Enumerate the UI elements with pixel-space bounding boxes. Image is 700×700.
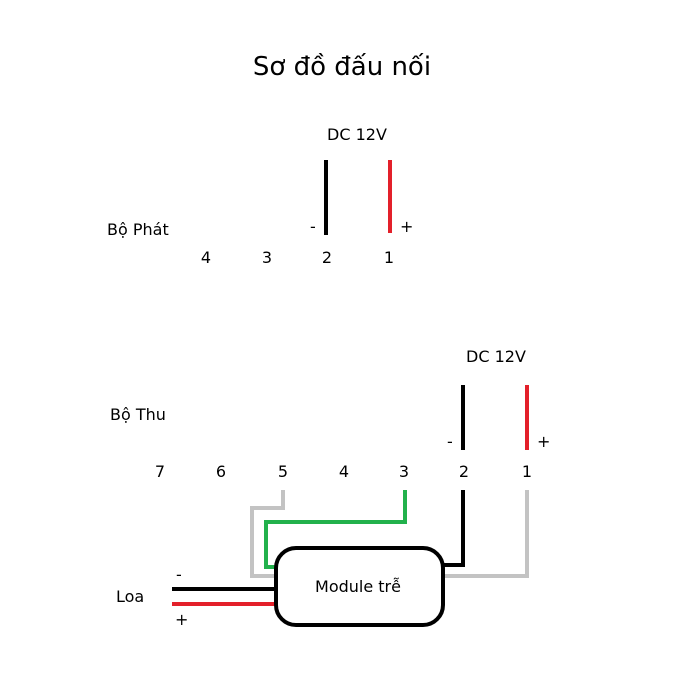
receiver-pin: 6 [216, 462, 226, 481]
transmitter-pin: 2 [322, 248, 332, 267]
receiver-power-label: DC 12V [466, 347, 526, 366]
delay-module-box [274, 546, 445, 627]
pin3-green-wire [264, 490, 407, 569]
transmitter-pin: 4 [201, 248, 211, 267]
speaker-plus: + [175, 610, 188, 629]
receiver-plus: + [537, 432, 550, 451]
receiver-pin: 4 [339, 462, 349, 481]
receiver-minus: - [447, 432, 453, 451]
diagram-title: Sơ đồ đấu nối [253, 52, 431, 82]
receiver-pin: 5 [278, 462, 288, 481]
pin2-black-wire [442, 490, 465, 567]
transmitter-label: Bộ Phát [107, 220, 169, 239]
transmitter-minus: - [310, 217, 316, 236]
receiver-pin: 3 [399, 462, 409, 481]
receiver-label: Bộ Thu [110, 405, 166, 424]
transmitter-plus: + [400, 217, 413, 236]
transmitter-power-label: DC 12V [327, 125, 387, 144]
receiver-pin: 1 [522, 462, 532, 481]
pin5-grey-wire [250, 490, 285, 578]
delay-module-label: Module trễ [315, 577, 401, 596]
transmitter-pin: 1 [384, 248, 394, 267]
speaker-label: Loa [116, 587, 144, 606]
receiver-pin: 7 [155, 462, 165, 481]
transmitter-pin: 3 [262, 248, 272, 267]
speaker-minus: - [176, 565, 182, 584]
receiver-pin: 2 [459, 462, 469, 481]
pin1-grey-wire [442, 490, 529, 578]
